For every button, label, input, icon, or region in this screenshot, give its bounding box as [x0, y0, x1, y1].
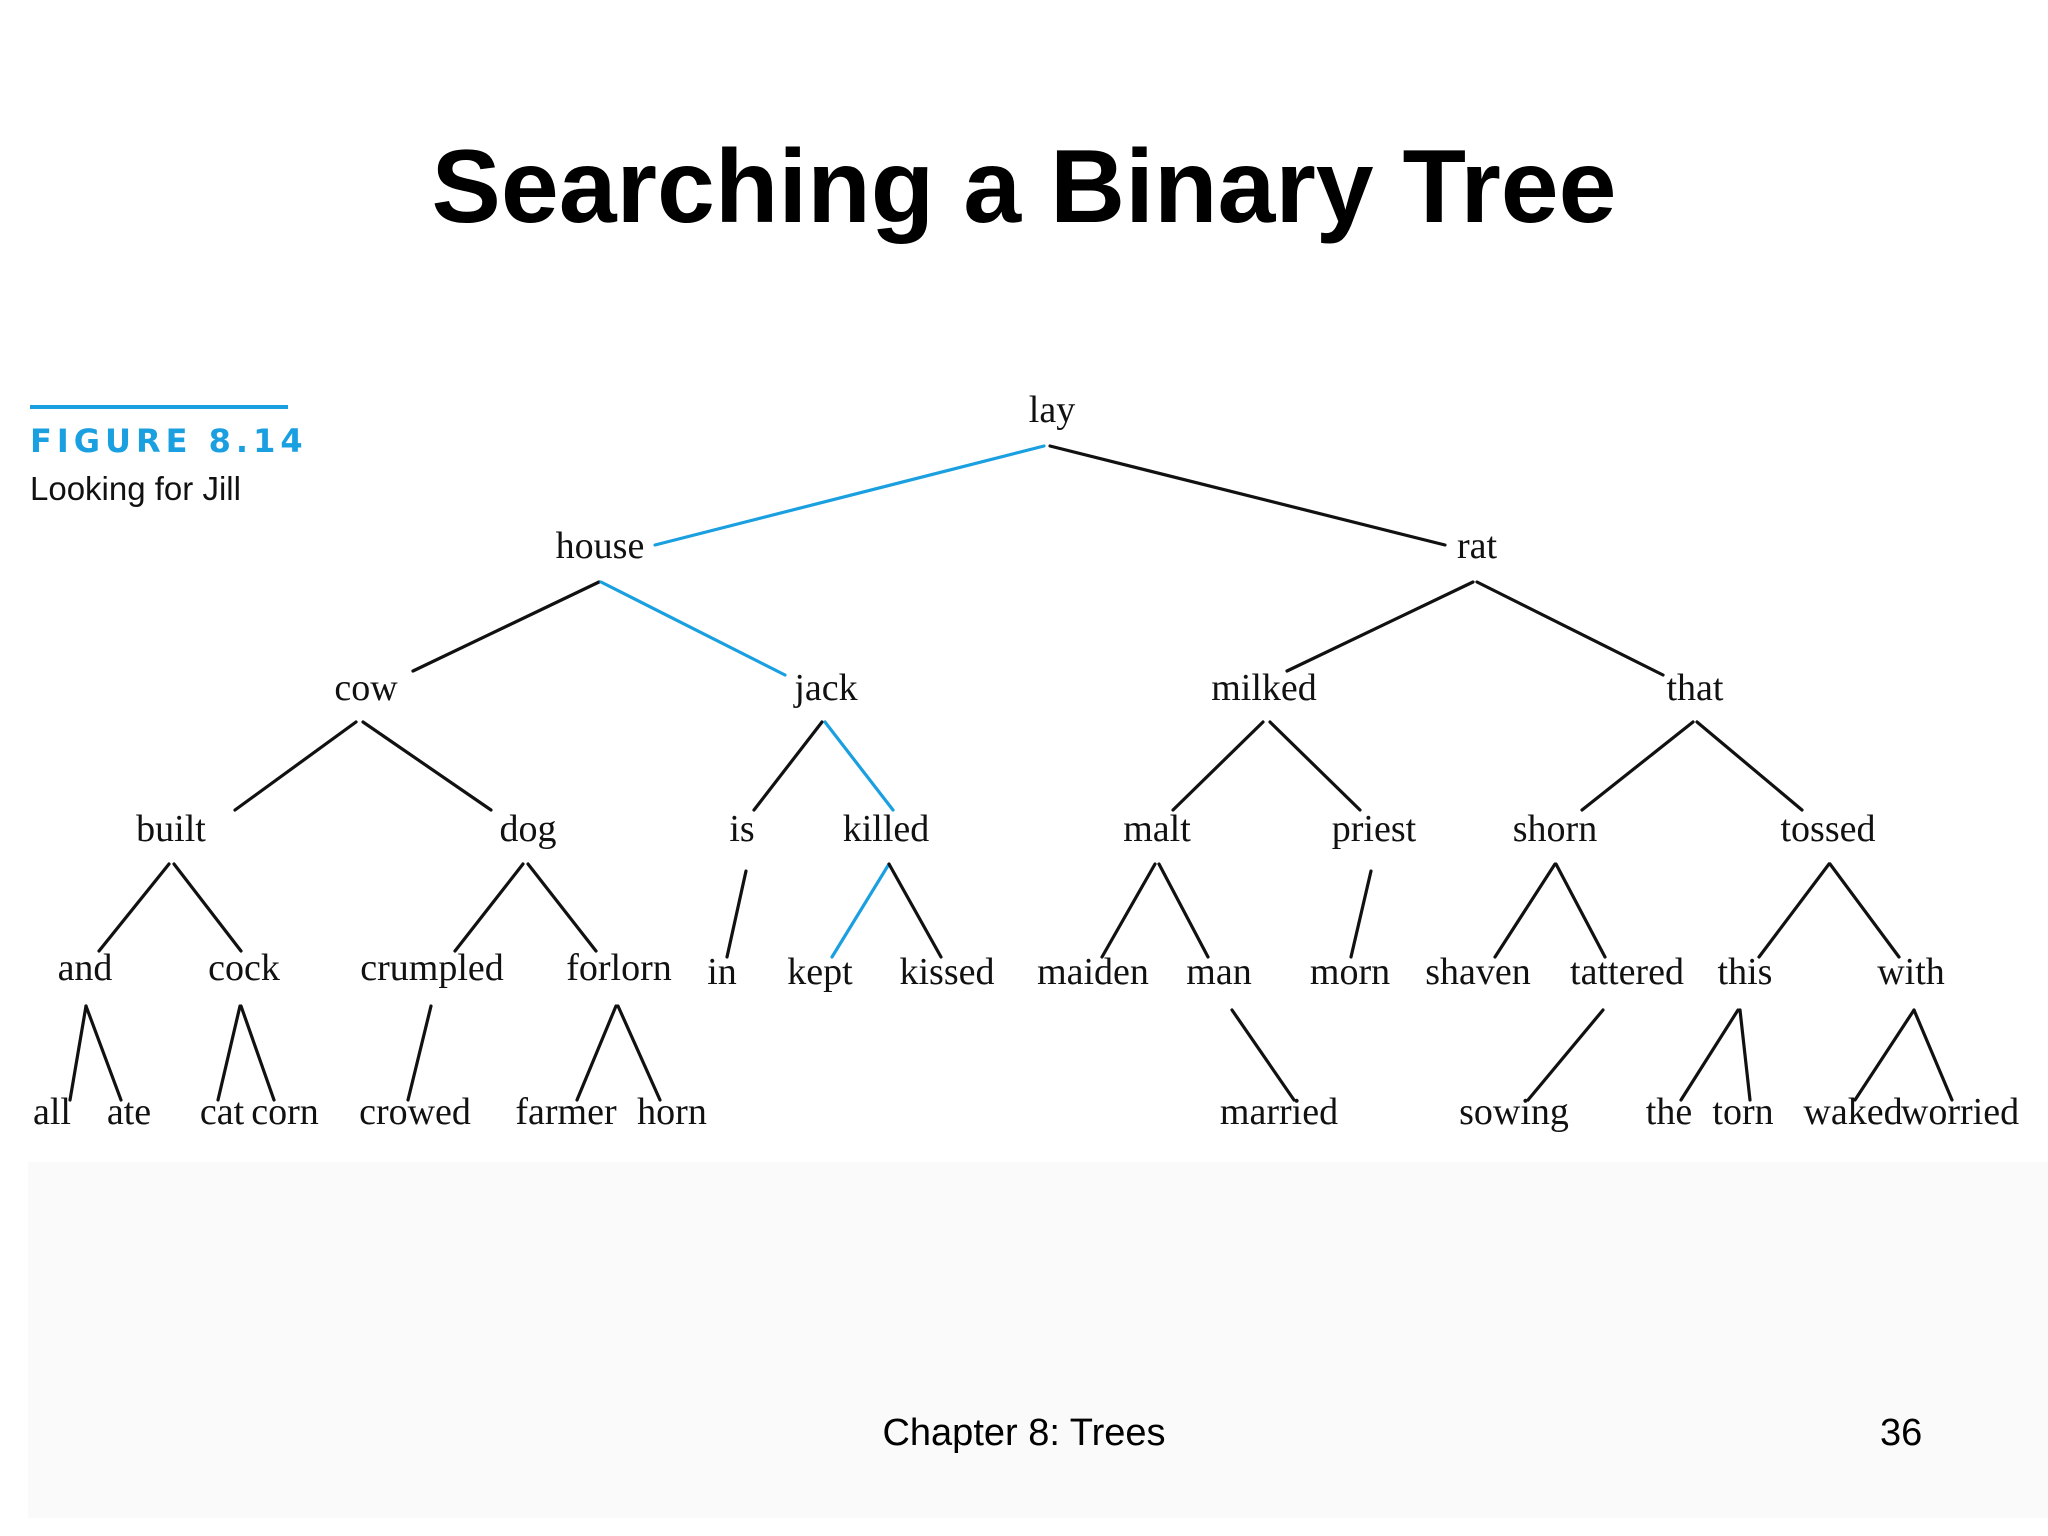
tree-node-worried: worried — [1901, 1091, 2019, 1133]
page-number: 36 — [1880, 1412, 1923, 1454]
tree-node-the: the — [1646, 1091, 1692, 1133]
tree-node-married: married — [1220, 1091, 1338, 1133]
tree-node-crumpled: crumpled — [360, 947, 504, 989]
tree-node-tattered: tattered — [1570, 951, 1684, 993]
tree-edge-rat-milked — [1285, 580, 1475, 673]
tree-edge-this-the — [1679, 1008, 1740, 1102]
tree-node-killed: killed — [843, 808, 930, 850]
tree-edge-milked-malt — [1171, 720, 1265, 812]
tree-edge-killed-kissed — [887, 862, 943, 959]
tree-node-dog: dog — [500, 808, 557, 850]
tree-node-maiden: maiden — [1037, 951, 1149, 993]
tree-node-malt: malt — [1123, 808, 1191, 850]
tree-node-jack: jack — [792, 667, 857, 709]
tree-edge-tossed-with — [1828, 862, 1901, 959]
tree-edge-malt-man — [1157, 862, 1210, 959]
tree-node-torn: torn — [1712, 1091, 1773, 1133]
tree-node-priest: priest — [1332, 808, 1417, 850]
search-path-edge-house-jack — [599, 580, 787, 677]
tree-edge-with-waked — [1853, 1008, 1916, 1102]
tree-edge-malt-maiden — [1100, 862, 1157, 959]
tree-edge-crumpled-crowed — [406, 1004, 433, 1102]
tree-edge-and-all — [68, 1004, 88, 1102]
tree-edge-that-tossed — [1695, 720, 1804, 812]
tree-edge-that-shorn — [1580, 720, 1695, 812]
tree-edge-with-worried — [1912, 1008, 1954, 1102]
tree-node-ate: ate — [107, 1091, 151, 1133]
tree-node-tossed: tossed — [1781, 808, 1876, 850]
tree-edge-milked-priest — [1268, 720, 1362, 812]
footer-chapter: Chapter 8: Trees — [882, 1412, 1166, 1454]
tree-node-with: with — [1877, 951, 1945, 993]
tree-node-sowing: sowing — [1459, 1091, 1569, 1133]
tree-node-morn: morn — [1310, 951, 1390, 993]
tree-edge-house-cow — [411, 580, 601, 673]
tree-edge-priest-morn — [1349, 869, 1373, 959]
tree-edge-lay-rat — [1048, 444, 1447, 547]
tree-node-all: all — [33, 1091, 71, 1133]
tree-edge-forlorn-horn — [616, 1004, 662, 1102]
tree-edge-and-ate — [84, 1004, 123, 1102]
tree-edge-is-in — [725, 869, 748, 959]
tree-edge-cow-built — [233, 720, 358, 812]
tree-node-this: this — [1718, 951, 1773, 993]
tree-node-farmer: farmer — [515, 1091, 617, 1133]
tree-node-lay: lay — [1029, 389, 1075, 431]
tree-node-is: is — [729, 808, 754, 850]
tree-node-forlorn: forlorn — [566, 947, 672, 989]
tree-node-cow: cow — [334, 667, 398, 709]
footer-panel — [28, 1162, 2048, 1518]
figure-rule — [30, 405, 288, 409]
tree-node-cat: cat — [200, 1091, 245, 1133]
tree-edge-forlorn-farmer — [575, 1004, 618, 1102]
tree-node-kept: kept — [787, 951, 853, 993]
tree-edge-built-cock — [172, 862, 243, 953]
search-path-edge-jack-killed — [823, 720, 895, 812]
tree-node-in: in — [707, 951, 737, 993]
tree-node-rat: rat — [1457, 525, 1498, 567]
figure-caption: Looking for Jill — [30, 470, 241, 507]
tree-edge-shorn-shaven — [1493, 862, 1557, 959]
tree-node-corn: corn — [251, 1091, 319, 1133]
tree-node-house: house — [556, 525, 645, 567]
tree-edge-tattered-sowing — [1526, 1008, 1605, 1102]
tree-edge-dog-forlorn — [526, 862, 598, 953]
slide-title: Searching a Binary Tree — [431, 129, 1617, 245]
tree-node-and: and — [58, 947, 113, 989]
tree-edge-cock-corn — [239, 1004, 276, 1102]
tree-edge-jack-is — [752, 720, 824, 812]
tree-node-shaven: shaven — [1425, 951, 1531, 993]
tree-node-milked: milked — [1211, 667, 1317, 709]
tree-edge-man-married — [1230, 1008, 1296, 1102]
tree-node-shorn: shorn — [1513, 808, 1597, 850]
tree-edge-shorn-tattered — [1554, 862, 1607, 959]
tree-edge-dog-crumpled — [453, 862, 525, 953]
tree-edge-built-and — [97, 862, 171, 953]
tree-node-crowed: crowed — [359, 1091, 471, 1133]
binary-tree-diagram: lay house rat cow jack milked that built dog is ki… — [33, 389, 2019, 1133]
search-path-edge-killed-kept — [830, 862, 891, 959]
search-path-edge-lay-house — [653, 444, 1046, 547]
tree-node-kissed: kissed — [900, 951, 995, 993]
tree-edge-cock-cat — [216, 1004, 242, 1102]
tree-node-waked: waked — [1803, 1091, 1902, 1133]
tree-node-cock: cock — [208, 947, 280, 989]
tree-edge-tossed-this — [1757, 862, 1831, 959]
tree-node-built: built — [136, 808, 206, 850]
tree-edge-rat-that — [1475, 580, 1665, 677]
tree-edge-this-torn — [1738, 1008, 1752, 1102]
figure-label: FIGURE 8.14 — [30, 422, 308, 460]
tree-edge-cow-dog — [361, 720, 493, 812]
tree-node-horn: horn — [637, 1091, 707, 1133]
tree-node-that: that — [1667, 667, 1724, 709]
tree-node-man: man — [1186, 951, 1251, 993]
